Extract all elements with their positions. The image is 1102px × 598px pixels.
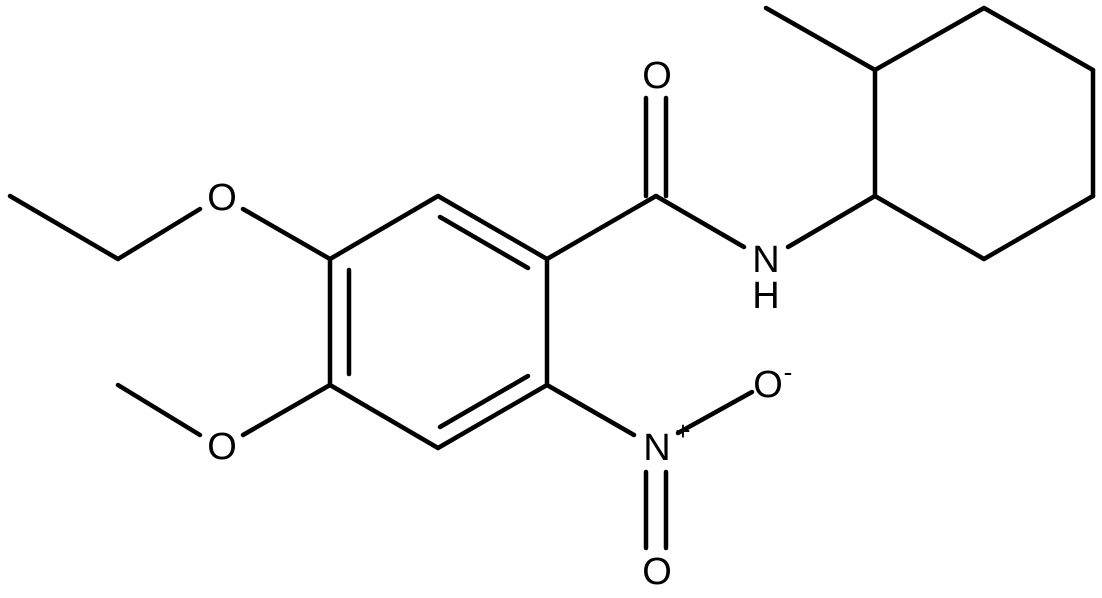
bond-ring-nitro (544, 382, 637, 438)
bond-carbonyl-nitrogen (653, 193, 747, 250)
ring-bond-1-inner (437, 214, 531, 271)
bond-ethoxy-oxygen-ch2 (115, 206, 203, 262)
nitro-oxygen-single-label: O (753, 364, 783, 406)
bonds (7, 5, 1096, 551)
methoxy-oxygen-label: O (207, 426, 237, 468)
ring-bond-3 (435, 382, 550, 451)
bond-nitro-oxygen-single (675, 389, 755, 436)
ring-bond-1 (435, 193, 550, 262)
bond-ring-carbonyl (544, 193, 659, 262)
bond-ring-methoxy-oxygen (240, 382, 333, 438)
bond-ethoxy-ch2-ch3 (7, 193, 121, 262)
ring-bond-4 (327, 382, 441, 451)
nitro-nitrogen-charge: + (675, 416, 690, 446)
amide-hydrogen-label: H (752, 275, 779, 317)
cyclohexane-bond-5 (981, 193, 1096, 262)
atom-labels: O N H O O N + O - O (207, 55, 792, 593)
nitro-oxygen-charge: - (784, 357, 793, 387)
nitro-oxygen-double-label: O (642, 551, 672, 593)
carbonyl-oxygen-label: O (642, 55, 672, 97)
bond-ring-ethoxy-oxygen (240, 206, 333, 262)
ring-bond-3-inner (437, 373, 531, 430)
methyl-bond (763, 5, 878, 73)
amide-nitrogen-label: N (752, 239, 779, 281)
ethoxy-oxygen-label: O (207, 177, 237, 219)
cyclohexane-bond-2 (872, 5, 987, 73)
nitro-nitrogen-label: N (643, 427, 670, 469)
bond-nitrogen-cyclohexyl (785, 193, 878, 250)
ring-bond-6 (327, 193, 441, 262)
cyclohexane-bond-6 (872, 193, 987, 262)
cyclohexane-bond-3 (981, 5, 1096, 73)
bond-methoxy-oxygen-ch3 (115, 382, 203, 438)
